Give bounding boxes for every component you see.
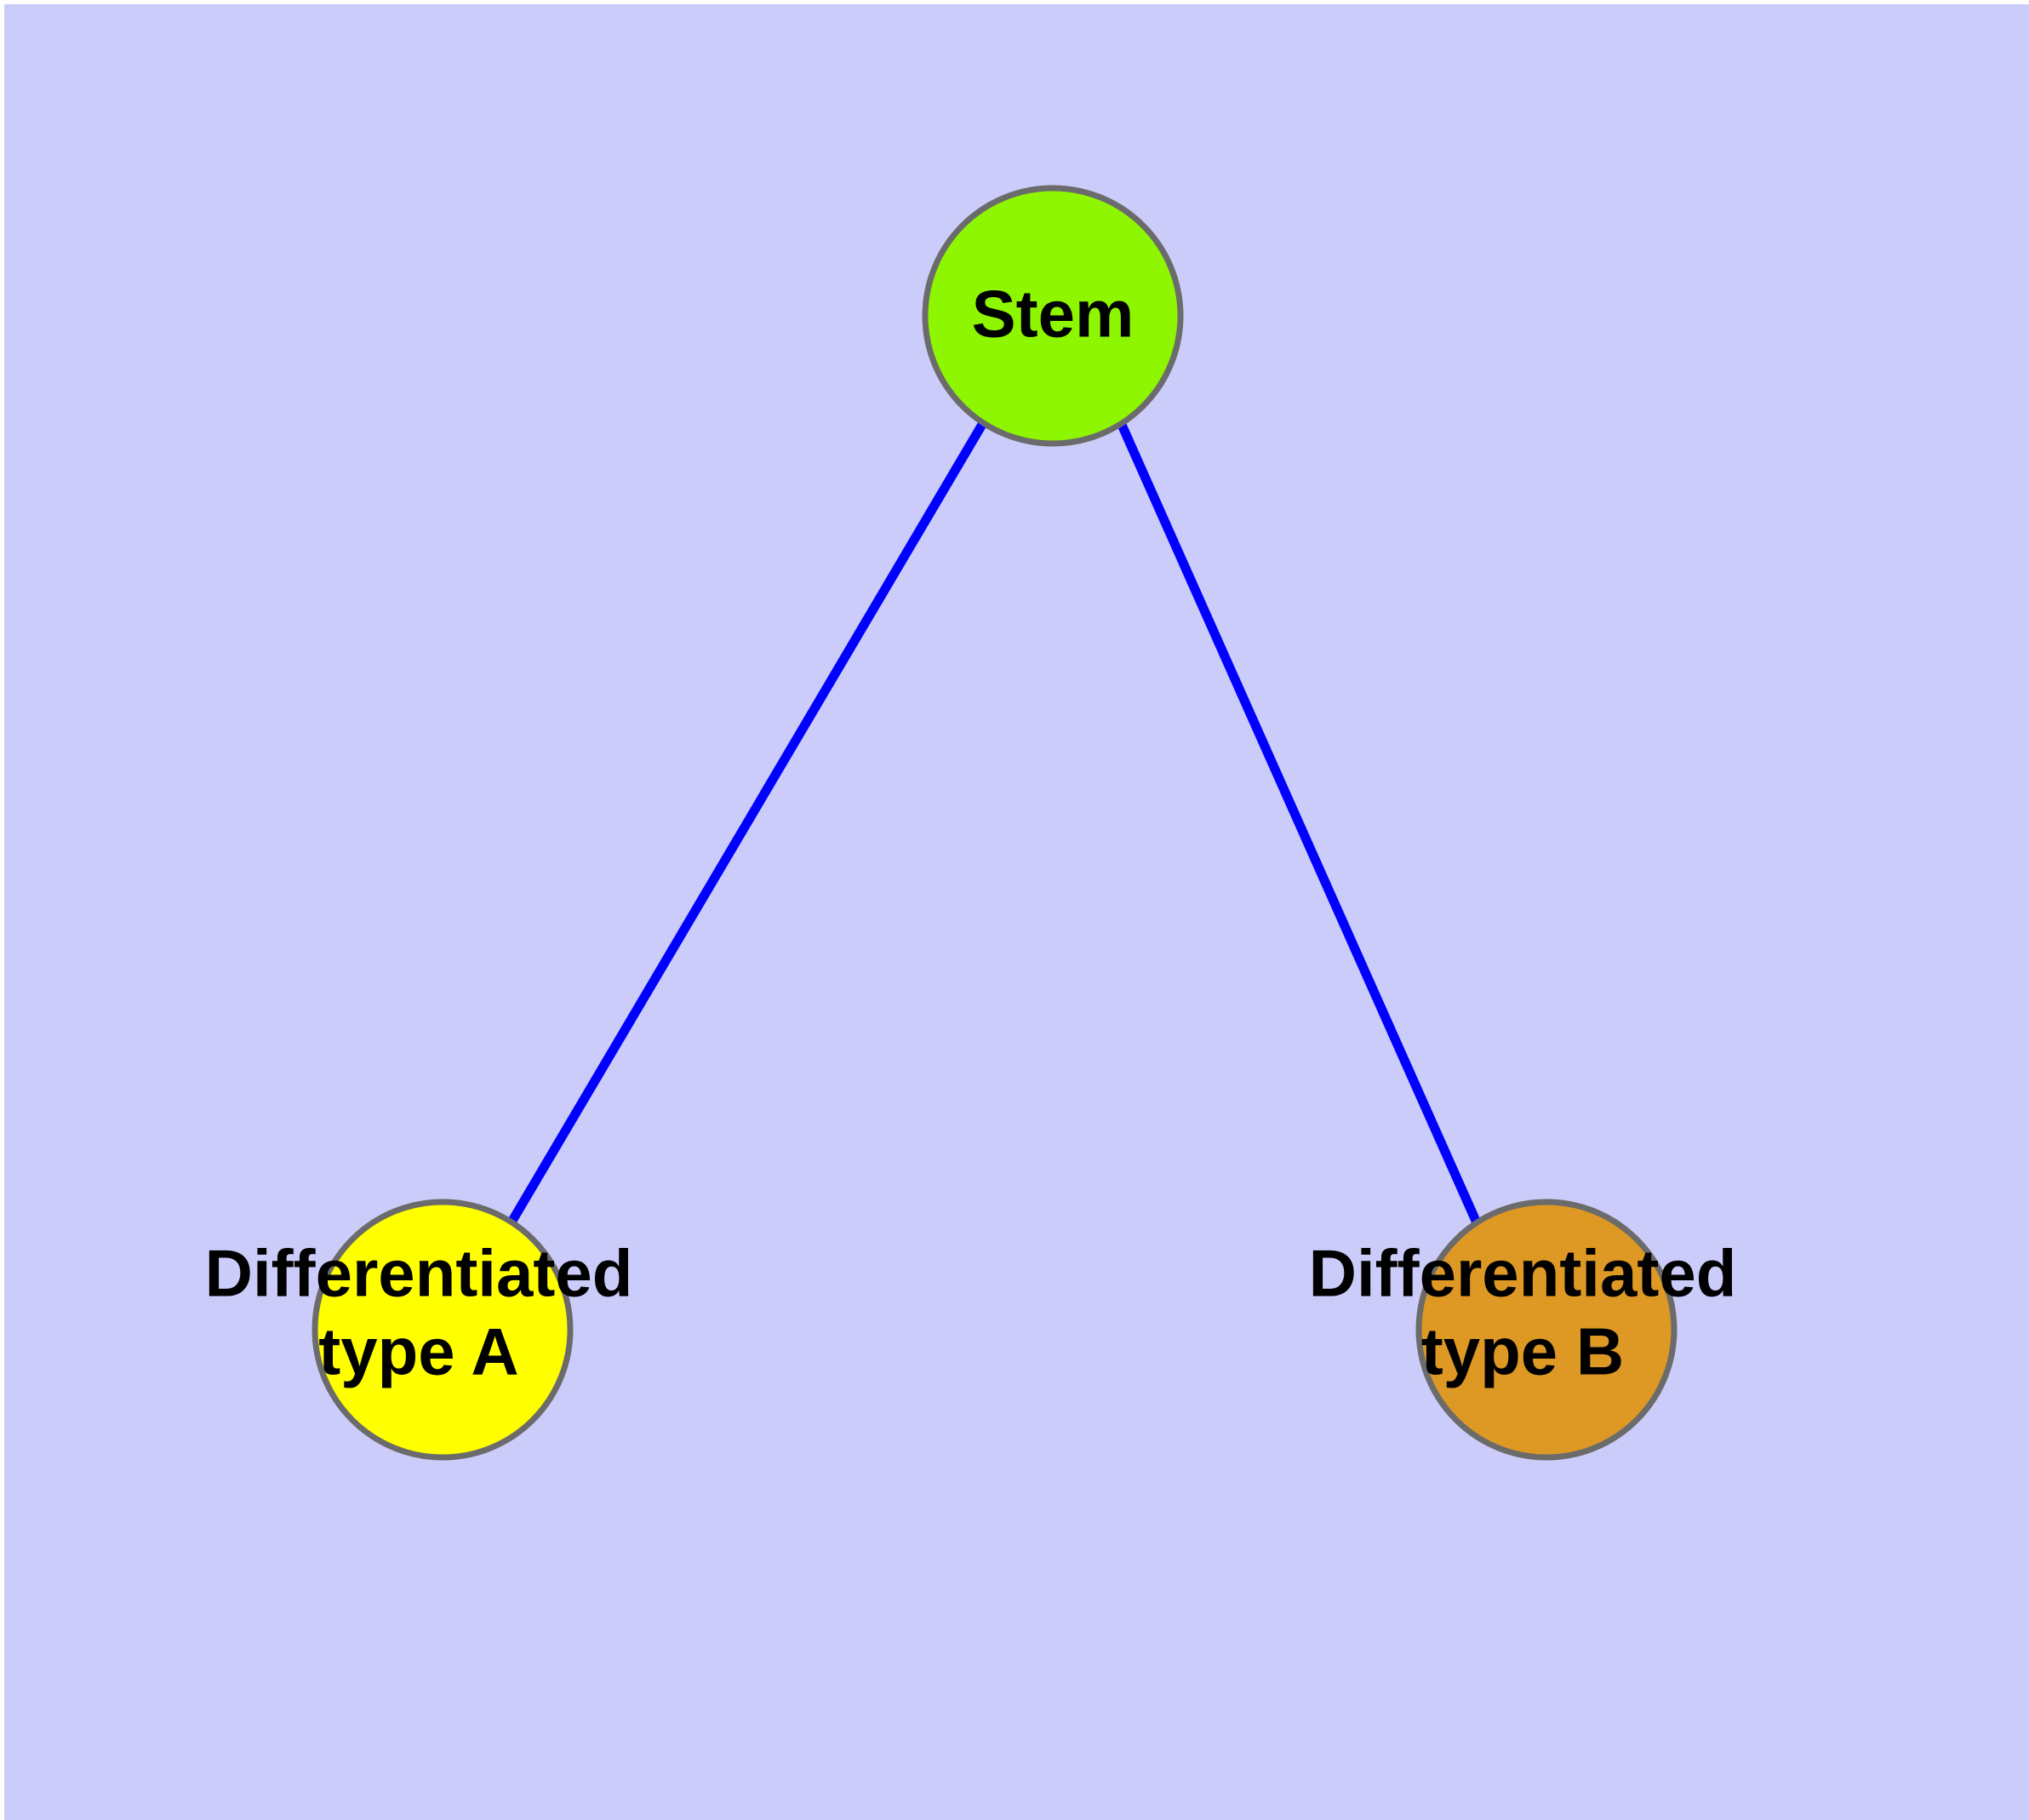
edge-stem-to-a[interactable] [508,421,987,1223]
node-label-line: Stem [972,277,1135,352]
node-stem[interactable] [922,185,1184,447]
edges-layer [508,421,1481,1223]
node-label-line: type A [318,1314,519,1389]
node-label-line: Differentiated [1309,1236,1737,1311]
nodes-layer [311,185,1677,1461]
node-diff-b[interactable] [1415,1199,1677,1461]
node-diff-a[interactable] [311,1199,574,1461]
edge-stem-to-b[interactable] [1117,422,1481,1223]
node-label-stem: Stem [972,277,1135,352]
node-label-line: type B [1421,1314,1624,1389]
node-label-line: Differentiated [205,1236,633,1311]
